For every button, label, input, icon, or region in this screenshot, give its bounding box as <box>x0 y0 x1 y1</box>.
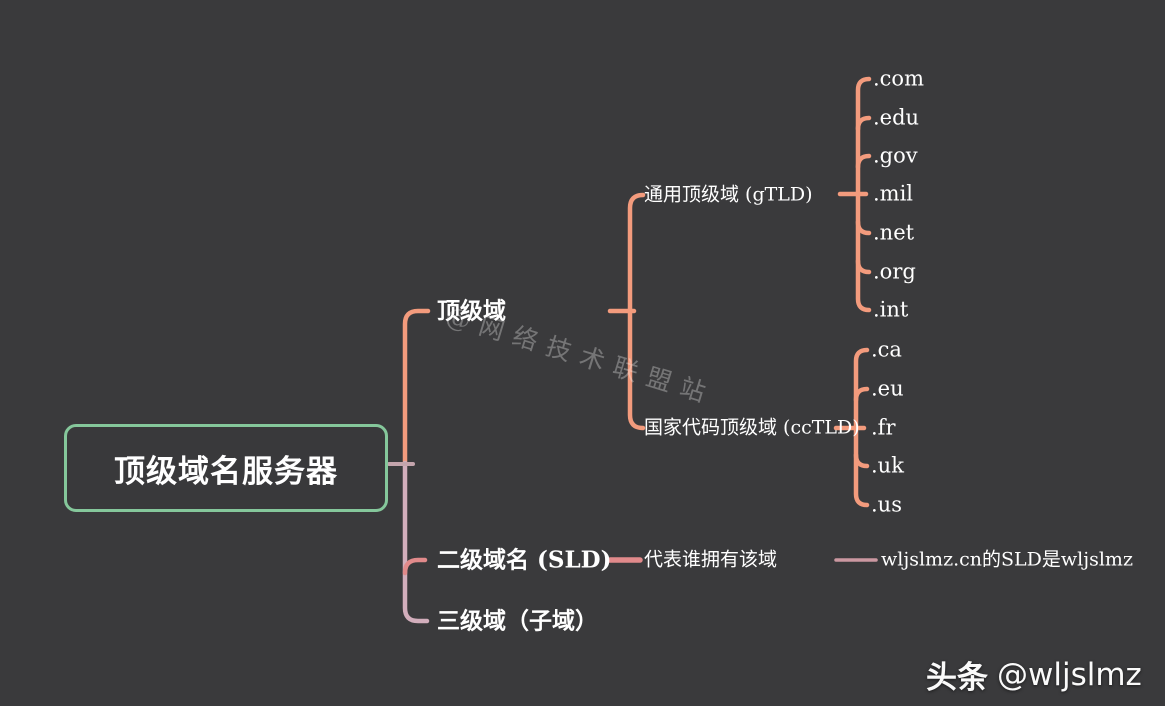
node-third-level-domain[interactable]: 三级域（子域） <box>437 607 598 635</box>
node-gtld[interactable]: 通用顶级域 (gTLD) <box>644 183 813 206</box>
toutiao-handle-label: @wljslmz <box>997 656 1142 693</box>
toutiao-badge: 头条 @wljslmz <box>926 652 1142 697</box>
leaf-edu[interactable]: .edu <box>873 105 920 130</box>
node-top-level-domain[interactable]: 顶级域 <box>437 297 506 325</box>
leaf-com[interactable]: .com <box>873 66 924 91</box>
node-cctld[interactable]: 国家代码顶级域 (ccTLD) <box>644 416 860 439</box>
leaf-org[interactable]: .org <box>873 259 916 284</box>
leaf-gov[interactable]: .gov <box>873 143 918 168</box>
leaf-us[interactable]: .us <box>871 492 902 517</box>
node-sld-owner[interactable]: 代表谁拥有该域 <box>644 548 778 571</box>
node-second-level-domain[interactable]: 二级域名 (SLD) <box>437 546 612 574</box>
leaf-ca[interactable]: .ca <box>871 337 902 362</box>
leaf-sld-example[interactable]: wljslmz.cn的SLD是wljslmz <box>881 548 1133 571</box>
leaf-eu[interactable]: .eu <box>871 376 904 401</box>
leaf-fr[interactable]: .fr <box>871 415 896 440</box>
leaf-uk[interactable]: .uk <box>871 453 904 478</box>
leaf-int[interactable]: .int <box>873 297 909 322</box>
toutiao-brand-label: 头条 <box>926 660 988 696</box>
branch-lines-third <box>402 460 430 624</box>
branch-lines-tld <box>402 76 872 508</box>
leaf-mil[interactable]: .mil <box>873 181 914 206</box>
leaf-net[interactable]: .net <box>873 220 915 245</box>
root-node[interactable]: 顶级域名服务器 <box>64 424 388 512</box>
